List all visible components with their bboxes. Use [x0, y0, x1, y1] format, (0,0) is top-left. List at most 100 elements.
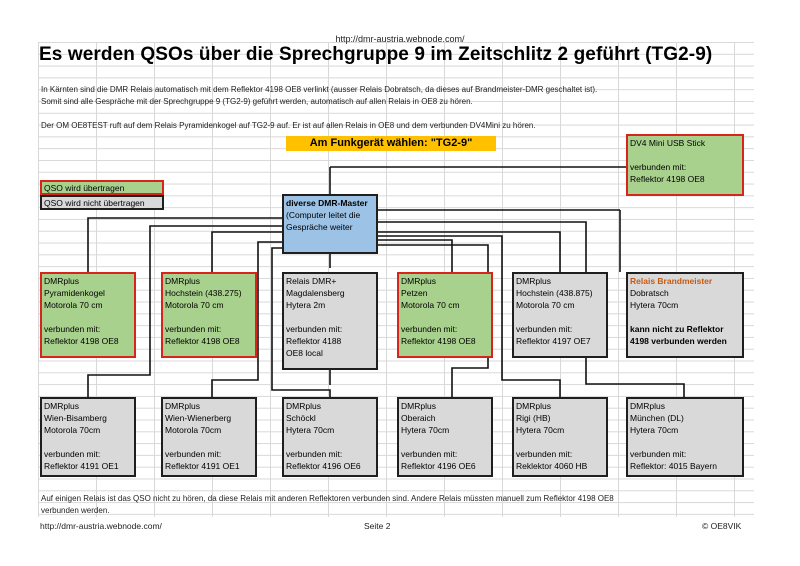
bottom-note-line-2: verbunden werden.: [41, 506, 110, 515]
box-line: Relais Brandmeister: [630, 276, 713, 286]
box-line: verbunden mit:: [630, 449, 687, 459]
box-line: verbunden mit:: [286, 449, 343, 459]
box-line: Wien-Wienerberg: [165, 413, 232, 423]
legend-transmitted: QSO wird übertragen: [40, 180, 164, 195]
repeater-hochstein-438875: DMRplus Hochstein (438.875) Motorola 70 …: [512, 272, 608, 358]
box-line: DMRplus: [401, 276, 436, 286]
dmr-master-box: diverse DMR-Master (Computer leitet die …: [282, 194, 378, 254]
box-line: [286, 311, 374, 323]
box-line: DMRplus: [516, 276, 551, 286]
repeater-magdalensberg: Relais DMR+ Magdalensberg Hytera 2m verb…: [282, 272, 378, 370]
intro-line-3: Der OM OE8TEST ruft auf dem Relais Pyram…: [41, 121, 536, 130]
dv4mini-line: [630, 149, 740, 161]
box-line: Hytera 70cm: [401, 425, 450, 435]
box-line: verbunden mit:: [165, 324, 222, 334]
box-line: Rigi (HB): [516, 413, 551, 423]
box-line: verbunden mit:: [516, 449, 573, 459]
box-line: [630, 436, 740, 448]
repeater-wien-bisamberg: DMRplus Wien-Bisamberg Motorola 70cm ver…: [40, 397, 136, 477]
box-line: Hytera 70cm: [516, 425, 565, 435]
box-line: [165, 436, 253, 448]
legend-not-transmitted: QSO wird nicht übertragen: [40, 195, 164, 210]
box-line: Reflektor 4197 OE7: [516, 336, 591, 346]
repeater-petzen: DMRplus Petzen Motorola 70 cm verbunden …: [397, 272, 493, 358]
box-line: Petzen: [401, 288, 428, 298]
box-line: Hytera 2m: [286, 300, 326, 310]
master-line: Gespräche weiter: [286, 222, 353, 232]
header-url: http://dmr-austria.webnode.com/: [335, 34, 465, 44]
intro-line-2: Somit sind alle Gespräche mit der Sprech…: [41, 97, 473, 106]
box-line: Reflektor 4188: [286, 336, 342, 346]
box-line: Motorola 70 cm: [516, 300, 575, 310]
repeater-hochstein-438275: DMRplus Hochstein (438.275) Motorola 70 …: [161, 272, 257, 358]
dv4mini-line: Reflektor 4198 OE8: [630, 174, 705, 184]
box-line: Reflektor 4196 OE6: [401, 461, 476, 471]
box-line: [516, 311, 604, 323]
intro-line-1: In Kärnten sind die DMR Relais automatis…: [41, 85, 598, 94]
dv4mini-box: DV4 Mini USB Stick verbunden mit: Reflek…: [626, 134, 744, 196]
box-line: [44, 436, 132, 448]
box-line: Reflektor 4198 OE8: [44, 336, 119, 346]
box-line: Hochstein (438.875): [516, 288, 593, 298]
repeater-oberaich: DMRplus Oberaich Hytera 70cm verbunden m…: [397, 397, 493, 477]
box-line: kann nicht zu Reflektor: [630, 324, 724, 334]
box-line: DMRplus: [630, 401, 665, 411]
box-line: [516, 436, 604, 448]
dv4mini-line: verbunden mit:: [630, 162, 687, 172]
master-line: (Computer leitet die: [286, 210, 361, 220]
repeater-rigi: DMRplus Rigi (HB) Hytera 70cm verbunden …: [512, 397, 608, 477]
repeater-wien-wienerberg: DMRplus Wien-Wienerberg Motorola 70cm ve…: [161, 397, 257, 477]
box-line: OE8 local: [286, 348, 323, 358]
box-line: Motorola 70 cm: [44, 300, 103, 310]
repeater-pyramidenkogel: DMRplus Pyramidenkogel Motorola 70 cm ve…: [40, 272, 136, 358]
box-line: 4198 verbunden werden: [630, 336, 727, 346]
box-line: Magdalensberg: [286, 288, 345, 298]
box-line: [44, 311, 132, 323]
box-line: verbunden mit:: [44, 324, 101, 334]
box-line: verbunden mit:: [401, 324, 458, 334]
footer-copyright: © OE8VIK: [702, 521, 742, 531]
box-line: [286, 436, 374, 448]
box-line: verbunden mit:: [165, 449, 222, 459]
box-line: Reklektor 4060 HB: [516, 461, 588, 471]
box-line: Hytera 70cm: [630, 425, 679, 435]
box-line: [165, 311, 253, 323]
box-line: verbunden mit:: [516, 324, 573, 334]
footer-url: http://dmr-austria.webnode.com/: [40, 521, 162, 531]
footer-page: Seite 2: [364, 521, 391, 531]
page-title: Es werden QSOs über die Sprechgruppe 9 i…: [39, 44, 713, 65]
box-line: Reflektor: 4015 Bayern: [630, 461, 717, 471]
box-line: verbunden mit:: [286, 324, 343, 334]
box-line: Wien-Bisamberg: [44, 413, 107, 423]
box-line: Relais DMR+: [286, 276, 337, 286]
box-line: verbunden mit:: [44, 449, 101, 459]
box-line: [401, 436, 489, 448]
box-line: Reflektor 4198 OE8: [165, 336, 240, 346]
legend-not-transmitted-label: QSO wird nicht übertragen: [44, 198, 145, 208]
box-line: Reflektor 4191 OE1: [165, 461, 240, 471]
box-line: Hytera 70cm: [630, 300, 679, 310]
box-line: Hytera 70cm: [286, 425, 335, 435]
box-line: Oberaich: [401, 413, 436, 423]
box-line: DMRplus: [165, 276, 200, 286]
box-line: DMRplus: [286, 401, 321, 411]
repeater-dobratsch: Relais Brandmeister Dobratsch Hytera 70c…: [626, 272, 744, 358]
box-line: Motorola 70cm: [165, 425, 222, 435]
box-line: Dobratsch: [630, 288, 669, 298]
box-line: [401, 311, 489, 323]
box-line: DMRplus: [401, 401, 436, 411]
dv4mini-line: DV4 Mini USB Stick: [630, 138, 706, 148]
box-line: Reflektor 4196 OE6: [286, 461, 361, 471]
callout-select-tg: Am Funkgerät wählen: "TG2-9": [286, 136, 496, 151]
box-line: Motorola 70 cm: [401, 300, 460, 310]
box-line: DMRplus: [165, 401, 200, 411]
box-line: Motorola 70 cm: [165, 300, 224, 310]
box-line: [630, 311, 740, 323]
bottom-note-line-1: Auf einigen Relais ist das QSO nicht zu …: [41, 494, 614, 503]
box-line: Reflektor 4198 OE8: [401, 336, 476, 346]
box-line: Motorola 70cm: [44, 425, 101, 435]
master-title: diverse DMR-Master: [286, 198, 368, 208]
repeater-schoeckl: DMRplus Schöckl Hytera 70cm verbunden mi…: [282, 397, 378, 477]
box-line: verbunden mit:: [401, 449, 458, 459]
box-line: Schöckl: [286, 413, 316, 423]
